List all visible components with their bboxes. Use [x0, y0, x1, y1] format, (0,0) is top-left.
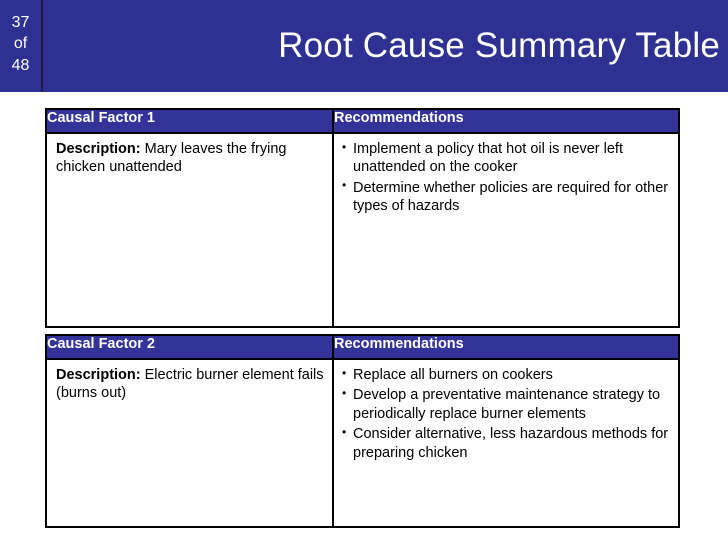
table-row: Causal Factor 2 Recommendations: [45, 334, 680, 360]
description-label: Description:: [56, 367, 141, 383]
table-row: Causal Factor 1 Recommendations: [45, 108, 680, 134]
recommendations-1-list: Implement a policy that hot oil is never…: [334, 134, 678, 224]
page-title: Root Cause Summary Table: [278, 26, 720, 65]
slide-header: 37 of 48 Root Cause Summary Table: [0, 0, 728, 92]
slide-number-current: 37: [11, 13, 30, 31]
description-text: Electric burner element fails (burns out…: [56, 367, 324, 402]
recommendations-2-list: Replace all burners on cookers Develop a…: [334, 360, 678, 470]
group-spacer-left: [46, 327, 333, 335]
description-label: Description:: [56, 141, 141, 157]
causal-factor-2-description-cell: Description: Electric burner element fai…: [45, 358, 334, 528]
causal-factor-2-header: Causal Factor 2: [45, 334, 334, 360]
recommendations-2-header: Recommendations: [332, 334, 680, 360]
list-item: Develop a preventative maintenance strat…: [342, 386, 670, 423]
slide-number-separator: of: [13, 35, 28, 53]
group-spacer-right: [333, 327, 679, 335]
list-item: Consider alternative, less hazardous met…: [342, 425, 670, 462]
slide-number-total: 48: [11, 56, 30, 74]
causal-factor-1-header: Causal Factor 1: [45, 108, 334, 134]
recommendations-2-cell: Replace all burners on cookers Develop a…: [332, 358, 680, 528]
table-row: Description: Electric burner element fai…: [45, 358, 680, 528]
description-block: Description: Mary leaves the frying chic…: [47, 134, 332, 183]
recommendations-1-cell: Implement a policy that hot oil is never…: [332, 132, 680, 328]
list-item: Implement a policy that hot oil is never…: [342, 140, 670, 177]
description-text: Mary leaves the frying chicken unattende…: [56, 141, 287, 176]
list-item: Replace all burners on cookers: [342, 365, 670, 384]
recommendations-1-header: Recommendations: [332, 108, 680, 134]
list-item: Determine whether policies are required …: [342, 178, 670, 216]
slide-counter: 37 of 48: [0, 0, 43, 92]
causal-factor-1-description-cell: Description: Mary leaves the frying chic…: [45, 132, 334, 328]
group-spacer: [46, 327, 679, 335]
description-block: Description: Electric burner element fai…: [47, 360, 332, 409]
table-row: Description: Mary leaves the frying chic…: [45, 132, 680, 328]
root-cause-summary-table: Causal Factor 1 Recommendations Descript…: [45, 108, 680, 528]
